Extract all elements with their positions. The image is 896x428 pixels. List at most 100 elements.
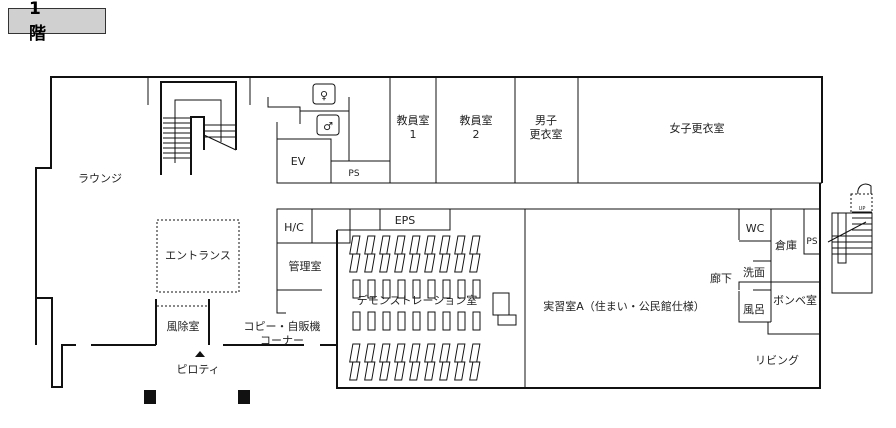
desk [472,279,481,299]
desk [394,343,406,363]
desk [439,235,451,255]
desk [349,253,361,273]
entry-arrow-icon [195,351,205,357]
room-entrance: エントランス [165,249,231,262]
room-men-2: 更衣室 [530,127,563,141]
desk [469,343,481,363]
desk [469,235,481,255]
room-men: 男子 [535,114,557,127]
desk [367,279,376,299]
toilet-ev-block: ♀ ♂ [267,77,822,210]
room-staff1-num: 1 [410,128,417,141]
desk [439,361,451,381]
room-hc: H/C [284,221,304,234]
desk [364,343,376,363]
walls [35,76,823,389]
room-corridor: 廊下 [710,271,732,285]
desk [457,279,466,299]
desk [424,361,436,381]
stair-west [160,81,237,175]
room-living: リビング [755,353,799,367]
room-staff2: 教員室 [460,113,493,127]
room-eps: EPS [395,214,416,227]
desk [409,235,421,255]
floor-label: 1 階 [8,0,106,44]
room-women: 女子更衣室 [670,121,725,135]
room-copy: コピー・自販機 [244,319,321,333]
female-icon-glyph: ♀ [320,89,328,102]
desks [349,235,481,381]
desk [427,311,436,331]
desk [349,361,361,381]
desk [397,279,406,299]
desk [382,311,391,331]
desk [424,235,436,255]
desk [394,253,406,273]
desk [454,235,466,255]
room-storage: 倉庫 [775,238,797,252]
desk [412,279,421,299]
desk [379,235,391,255]
desk [454,253,466,273]
up-label: UP [859,206,866,212]
east-rooms [738,209,820,335]
desk [439,253,451,273]
desk [409,253,421,273]
desk [394,361,406,381]
pillar [144,390,156,404]
desk [409,361,421,381]
room-staff1: 教員室 [397,113,430,127]
male-icon-glyph: ♂ [323,120,333,133]
desk [367,311,376,331]
desk [424,343,436,363]
room-piloti: ピロティ [176,363,219,376]
desk [352,311,361,331]
desk [424,253,436,273]
desk [379,253,391,273]
desk [412,311,421,331]
desk [394,235,406,255]
room-manager: 管理室 [289,259,322,273]
desk [349,235,361,255]
desk [364,361,376,381]
room-demo: デモンストレーション室 [357,293,478,307]
desk [397,311,406,331]
room-staff2-num: 2 [473,128,480,141]
center-block [276,208,526,388]
pillar [238,390,250,404]
room-ps: PS [348,169,359,179]
room-gas: ボンベ室 [773,293,817,307]
desk [352,279,361,299]
room-wc: WC [746,222,765,235]
female-toilet-icon [312,83,336,105]
desk [427,279,436,299]
entrance-area [156,219,240,293]
desk [364,253,376,273]
stair-east: UP [827,183,873,294]
desk [442,279,451,299]
room-lounge: ラウンジ [78,172,122,185]
desk [409,343,421,363]
desk [457,311,466,331]
room-copy-2: コーナー [260,334,304,347]
room-washroom: 洗面 [743,266,765,279]
desk [379,361,391,381]
desk [439,343,451,363]
desk [454,361,466,381]
desk [472,311,481,331]
desk [469,253,481,273]
room-ps-east: PS [806,237,817,247]
room-ev: EV [291,155,306,168]
room-bath: 風呂 [743,303,765,316]
desk [379,343,391,363]
desk [442,311,451,331]
room-windbreak: 風除室 [167,319,200,333]
desk [364,235,376,255]
desk [469,361,481,381]
desk [382,279,391,299]
room-practice-a: 実習室A（住まい・公民館仕様） [543,299,705,313]
desk [454,343,466,363]
male-toilet-icon [316,114,340,136]
